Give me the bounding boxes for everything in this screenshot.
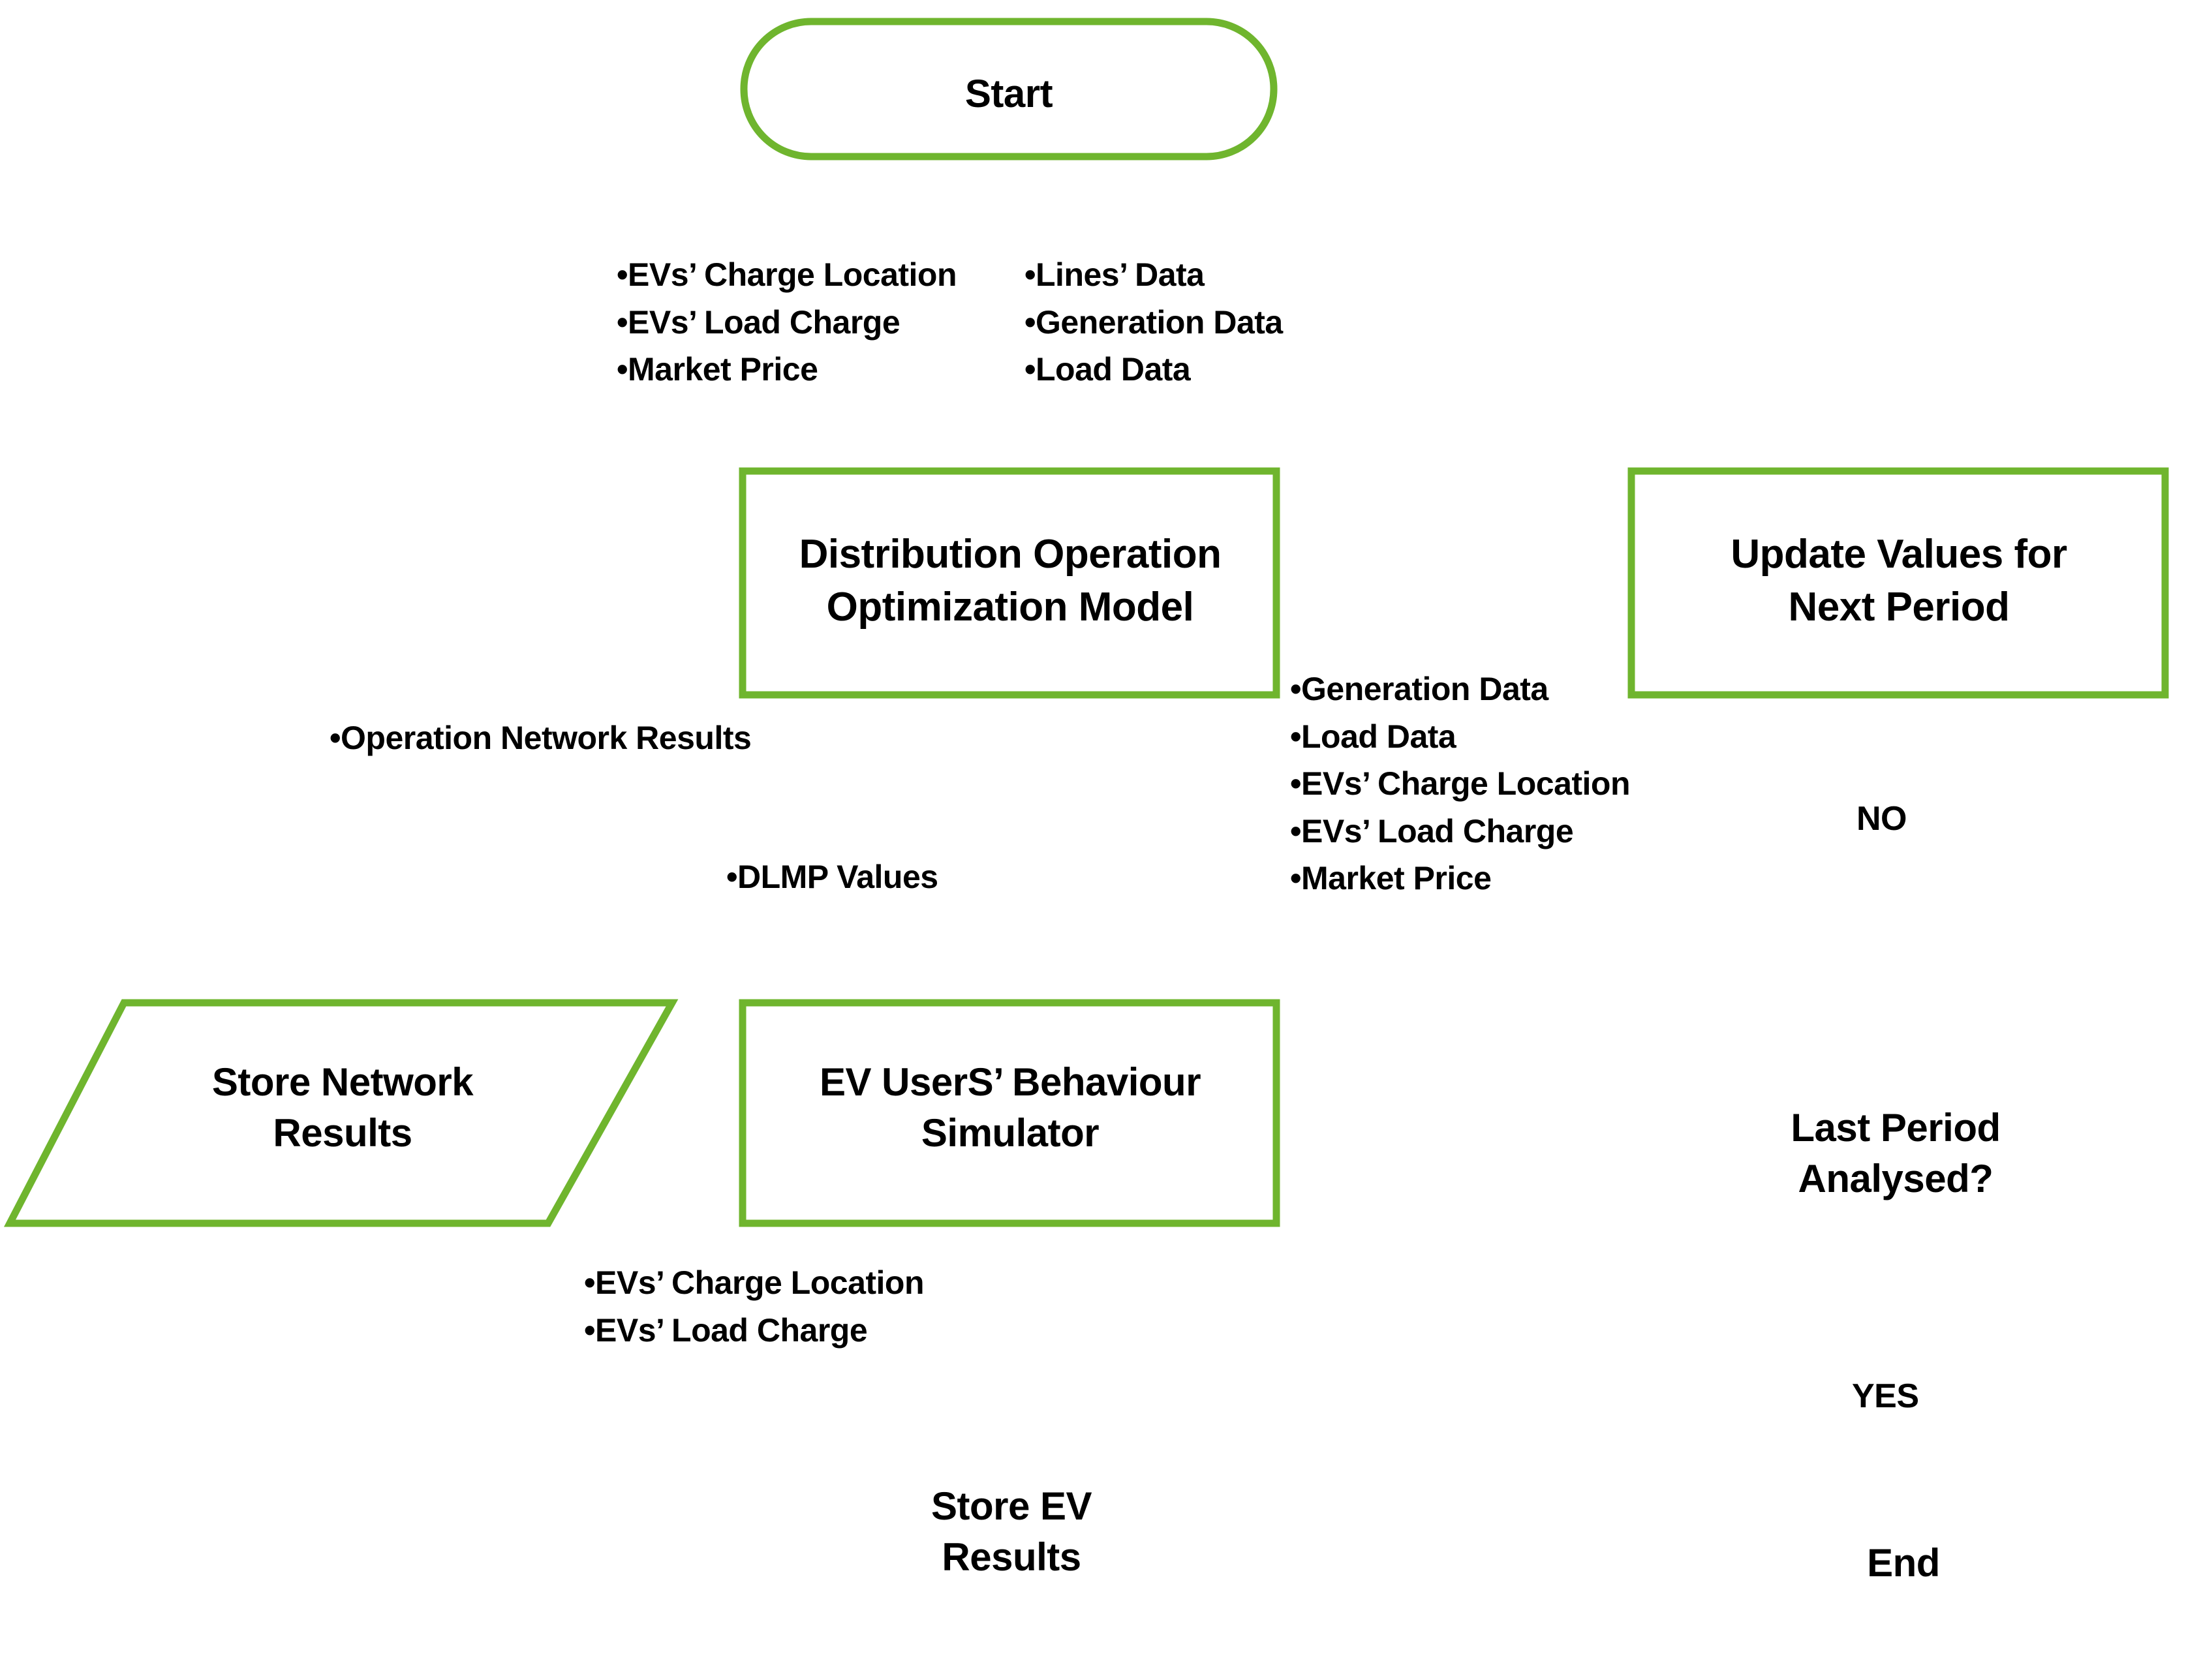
- annotation-model-to-store-network: •Operation Network Results: [330, 714, 752, 762]
- bullet-item: •EVs’ Charge Location: [1290, 765, 1631, 802]
- bullet-item: •Market Price: [617, 351, 818, 388]
- shape-optimization-model: [739, 467, 1280, 699]
- bullet-item: •Load Data: [1290, 718, 1456, 755]
- shape-start: [740, 18, 1278, 160]
- bullet-item: •DLMP Values: [726, 859, 938, 895]
- annotation-simulator-to-store-ev: •EVs’ Charge Location •EVs’ Load Charge: [584, 1259, 925, 1354]
- shape-update-values: [1627, 467, 2169, 699]
- bullet-item: •Operation Network Results: [330, 720, 752, 756]
- bullet-item: •EVs’ Load Charge: [584, 1311, 868, 1349]
- bullet-item: •Load Data: [1024, 351, 1191, 388]
- bullet-item: •Generation Data: [1024, 303, 1283, 341]
- edge-label-no: NO: [1856, 800, 1907, 838]
- annotation-update-to-model: •Generation Data •Load Data •EVs’ Charge L…: [1290, 665, 1631, 902]
- annotation-start-inputs-left: •EVs’ Charge Location •EVs’ Load Charge •M…: [617, 251, 957, 393]
- shape-store-network-results: [3, 999, 679, 1227]
- shape-ev-behaviour-simulator: [739, 999, 1280, 1227]
- bullet-item: •Lines’ Data: [1024, 256, 1205, 293]
- annotation-start-inputs-right: •Lines’ Data •Generation Data •Load Data: [1024, 251, 1283, 393]
- bullet-item: •EVs’ Load Charge: [617, 303, 901, 341]
- bullet-item: •Market Price: [1290, 860, 1492, 896]
- bullet-item: •EVs’ Charge Location: [617, 256, 957, 293]
- bullet-item: •EVs’ Charge Location: [584, 1264, 925, 1301]
- bullet-item: •EVs’ Load Charge: [1290, 812, 1574, 849]
- annotation-model-to-simulator: •DLMP Values: [726, 853, 938, 901]
- bullet-item: •Generation Data: [1290, 671, 1548, 707]
- edge-label-yes: YES: [1852, 1377, 1919, 1415]
